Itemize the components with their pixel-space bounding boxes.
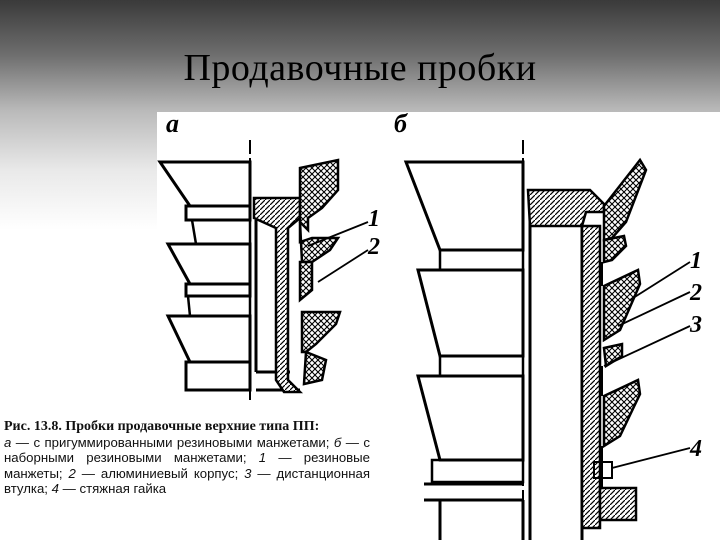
caption-key-3: 3: [244, 465, 252, 481]
figure-caption: Рис. 13.8. Пробки продавочные верхние ти…: [4, 418, 370, 497]
callout-b-4: 4: [689, 436, 702, 462]
slide-title: Продавочные пробки: [183, 47, 537, 89]
caption-key-2: 2: [68, 465, 76, 481]
caption-text-2: — алюминиевый корпус;: [75, 465, 245, 481]
plug-b-spacers: [593, 262, 613, 488]
plug-b-leaders: [603, 261, 691, 469]
plug-a-leaders: [307, 221, 369, 283]
caption-key-1: 1: [258, 450, 267, 466]
caption-key-a: а: [4, 434, 12, 450]
callout-b-1: 1: [690, 248, 702, 274]
panel-a-letter: а: [166, 112, 179, 138]
panel-b-letter: б: [394, 112, 408, 138]
plug-a-sections: [252, 158, 342, 394]
caption-key-b: б: [333, 434, 342, 450]
caption-heading: Рис. 13.8. Пробки продавочные верхние ти…: [4, 419, 320, 434]
plug-drawing: а 1 2: [157, 112, 702, 540]
technical-figure: а 1 2: [157, 112, 720, 540]
caption-key-4: 4: [51, 481, 59, 497]
callout-b-2: 2: [689, 280, 702, 306]
caption-text-b: — с наборными резиновыми манжетами;: [4, 434, 370, 466]
callout-a-2: 2: [367, 234, 380, 260]
callout-b-3: 3: [689, 312, 702, 338]
caption-text-1: — резиновые манжеты;: [4, 450, 370, 481]
caption-text-a: — с пригуммированными резиновыми манжета…: [11, 434, 334, 450]
caption-text-4: — стяжная гайка: [58, 481, 167, 497]
callout-a-1: 1: [368, 206, 380, 232]
plug-b-sections: [526, 157, 648, 530]
caption-text-3: — дистанционная втулка;: [4, 465, 370, 497]
